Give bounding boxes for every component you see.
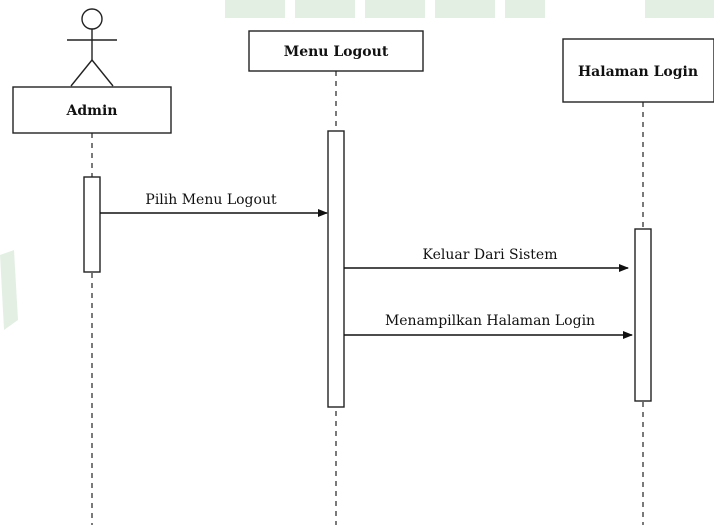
message-label-menampilkan-halaman-login: Menampilkan Halaman Login — [385, 313, 595, 329]
activation-bar-admin — [83, 176, 101, 273]
participant-menu-logout: Menu Logout — [248, 30, 424, 72]
actor-figure-icon — [67, 8, 117, 87]
participant-menu-logout-label: Menu Logout — [284, 44, 389, 60]
participant-halaman-login-label: Halaman Login — [578, 64, 698, 80]
participant-halaman-login: Halaman Login — [562, 38, 714, 103]
message-label-pilih-menu-logout: Pilih Menu Logout — [145, 192, 277, 208]
activation-bar-menu-logout — [327, 130, 345, 408]
participant-admin-label: Admin — [66, 103, 118, 119]
activation-bar-halaman-login — [634, 228, 652, 402]
background-watermark — [0, 0, 714, 330]
participant-admin: Admin — [12, 86, 172, 134]
message-label-keluar-dari-sistem: Keluar Dari Sistem — [423, 247, 558, 263]
